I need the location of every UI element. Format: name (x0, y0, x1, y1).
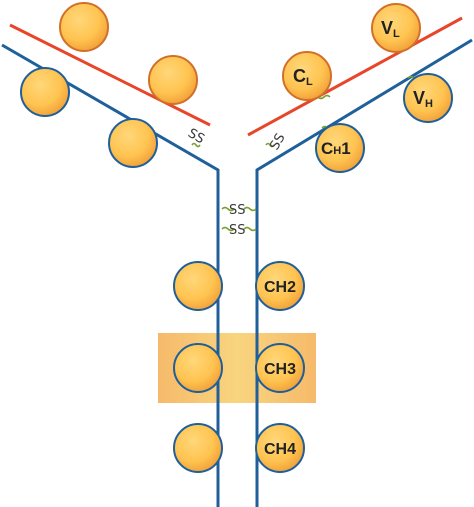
left-ch4-domain (173, 423, 223, 473)
right-arm-ss-connector (265, 142, 275, 148)
heavy-chain-right (255, 38, 473, 507)
right-ch3-domain (255, 343, 305, 393)
left-arm-ss-connector (191, 142, 201, 148)
ss-label-right-arm: SS (267, 131, 288, 153)
right-ch2-domain (255, 261, 305, 311)
label-ch2: CH2 (264, 279, 296, 296)
right-ch4-domain (255, 423, 305, 473)
left-cl-domain (148, 55, 198, 105)
right-vl-domain (371, 3, 421, 53)
right-vh-domain (403, 73, 453, 123)
label-ch4: CH4 (264, 441, 296, 458)
label-ch3: CH3 (264, 361, 296, 378)
left-vl-domain (59, 2, 109, 52)
ss-label-hinge-top: SS (229, 203, 246, 218)
left-ch2-domain (173, 261, 223, 311)
right-cl-domain (282, 51, 332, 101)
light-chain-right (247, 16, 463, 137)
ss-label-hinge-bottom: SS (229, 223, 246, 238)
light-chain-left (9, 23, 211, 127)
left-ch3-domain (173, 343, 223, 393)
heavy-chain-left (1, 43, 220, 507)
label-vl: VL (381, 18, 400, 40)
hinge-ss-connector-bottom (221, 226, 257, 232)
label-ch1: CH1 (321, 139, 351, 158)
label-vh: VH (413, 88, 433, 110)
label-cl: CL (293, 66, 313, 88)
right-ch1-domain (315, 123, 365, 173)
hinge-ss-connector-top (221, 206, 257, 212)
left-vh-domain (20, 67, 70, 117)
ss-label-left-arm: SS (185, 126, 207, 147)
left-ch1-domain (108, 118, 158, 168)
